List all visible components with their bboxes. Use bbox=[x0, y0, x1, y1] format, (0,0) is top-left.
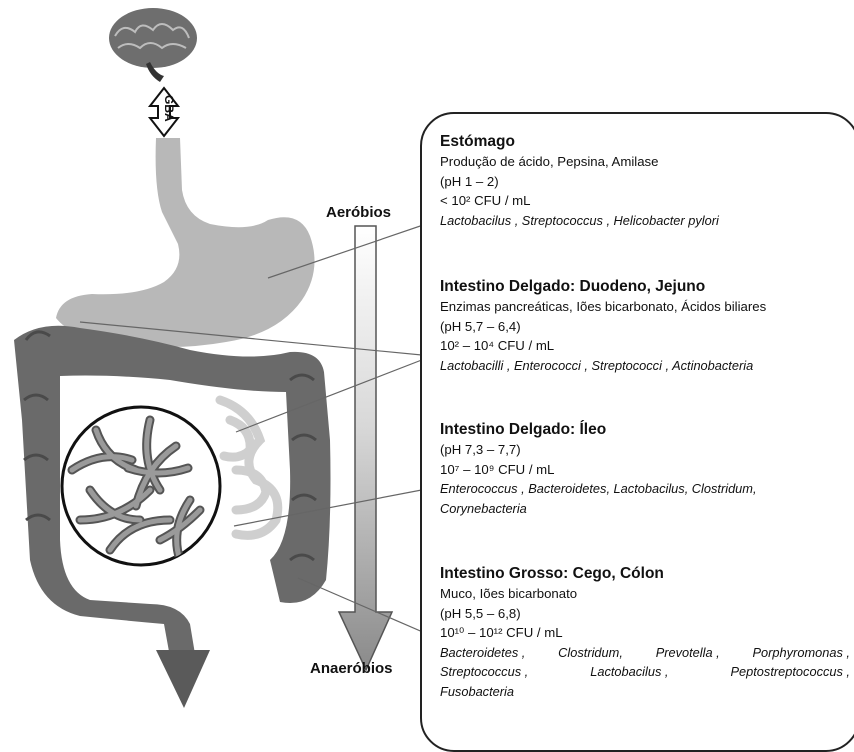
bacteria-name: Porphyromonas , bbox=[753, 643, 850, 663]
oxygen-gradient-arrow bbox=[339, 226, 392, 670]
section-title: Intestino Delgado: Íleo bbox=[440, 419, 850, 440]
brain-icon bbox=[109, 8, 197, 82]
section-line: 10¹⁰ – 10¹² CFU / mL bbox=[440, 623, 850, 643]
section-line: 10⁷ – 10⁹ CFU / mL bbox=[440, 460, 850, 480]
section-line: (pH 7,3 – 7,7) bbox=[440, 440, 850, 460]
bacteria-name: Prevotella , bbox=[656, 643, 720, 663]
section-line: Produção de ácido, Pepsina, Amilase bbox=[440, 152, 850, 172]
anaerobios-label: Anaeróbios bbox=[310, 660, 393, 677]
section-line: Enzimas pancreáticas, Iões bicarbonato, … bbox=[440, 297, 850, 317]
section-title: Estómago bbox=[440, 131, 850, 152]
gba-label: GBA bbox=[162, 95, 176, 122]
section-line: Muco, Iões bicarbonato bbox=[440, 584, 850, 604]
section-intestino-grosso: Intestino Grosso: Cego, Cólon Muco, Iões… bbox=[440, 563, 850, 701]
bacteria-name: Bacteroidetes , bbox=[440, 643, 525, 663]
bacteria-name: Clostridum, bbox=[558, 643, 623, 663]
section-intestino-delgado-duodeno-jejuno: Intestino Delgado: Duodeno, Jejuno Enzim… bbox=[440, 276, 850, 375]
section-line: (pH 1 – 2) bbox=[440, 172, 850, 192]
section-estomago: Estómago Produção de ácido, Pepsina, Ami… bbox=[440, 131, 850, 230]
section-line: 10² – 10⁴ CFU / mL bbox=[440, 336, 850, 356]
section-bacteria: Lactobacilli , Enterococci , Streptococc… bbox=[440, 356, 850, 376]
bacteria-name: Lactobacilus , bbox=[590, 662, 668, 682]
bacteria-magnified-circle bbox=[62, 407, 220, 565]
section-line: (pH 5,5 – 6,8) bbox=[440, 604, 850, 624]
section-line: (pH 5,7 – 6,4) bbox=[440, 317, 850, 337]
section-title: Intestino Delgado: Duodeno, Jejuno bbox=[440, 276, 850, 297]
section-bacteria-row: Streptococcus , Lactobacilus , Peptostre… bbox=[440, 662, 850, 682]
section-bacteria: Lactobacilus , Streptococcus , Helicobac… bbox=[440, 211, 850, 231]
section-line: < 10² CFU / mL bbox=[440, 191, 850, 211]
section-bacteria: Enterococcus , Bacteroidetes, Lactobacil… bbox=[440, 479, 850, 499]
section-bacteria-row: Bacteroidetes , Clostridum, Prevotella ,… bbox=[440, 643, 850, 663]
bacteria-name: Peptostreptococcus , bbox=[730, 662, 850, 682]
section-bacteria: Corynebacteria bbox=[440, 499, 850, 519]
small-intestine-illustration bbox=[220, 400, 278, 535]
aerobios-label: Aeróbios bbox=[326, 204, 391, 221]
section-bacteria: Fusobacteria bbox=[440, 682, 850, 702]
stomach-illustration bbox=[56, 138, 315, 347]
section-intestino-delgado-ileo: Intestino Delgado: Íleo (pH 7,3 – 7,7) 1… bbox=[440, 419, 850, 518]
bacteria-name: Streptococcus , bbox=[440, 662, 528, 682]
section-title: Intestino Grosso: Cego, Cólon bbox=[440, 563, 850, 584]
